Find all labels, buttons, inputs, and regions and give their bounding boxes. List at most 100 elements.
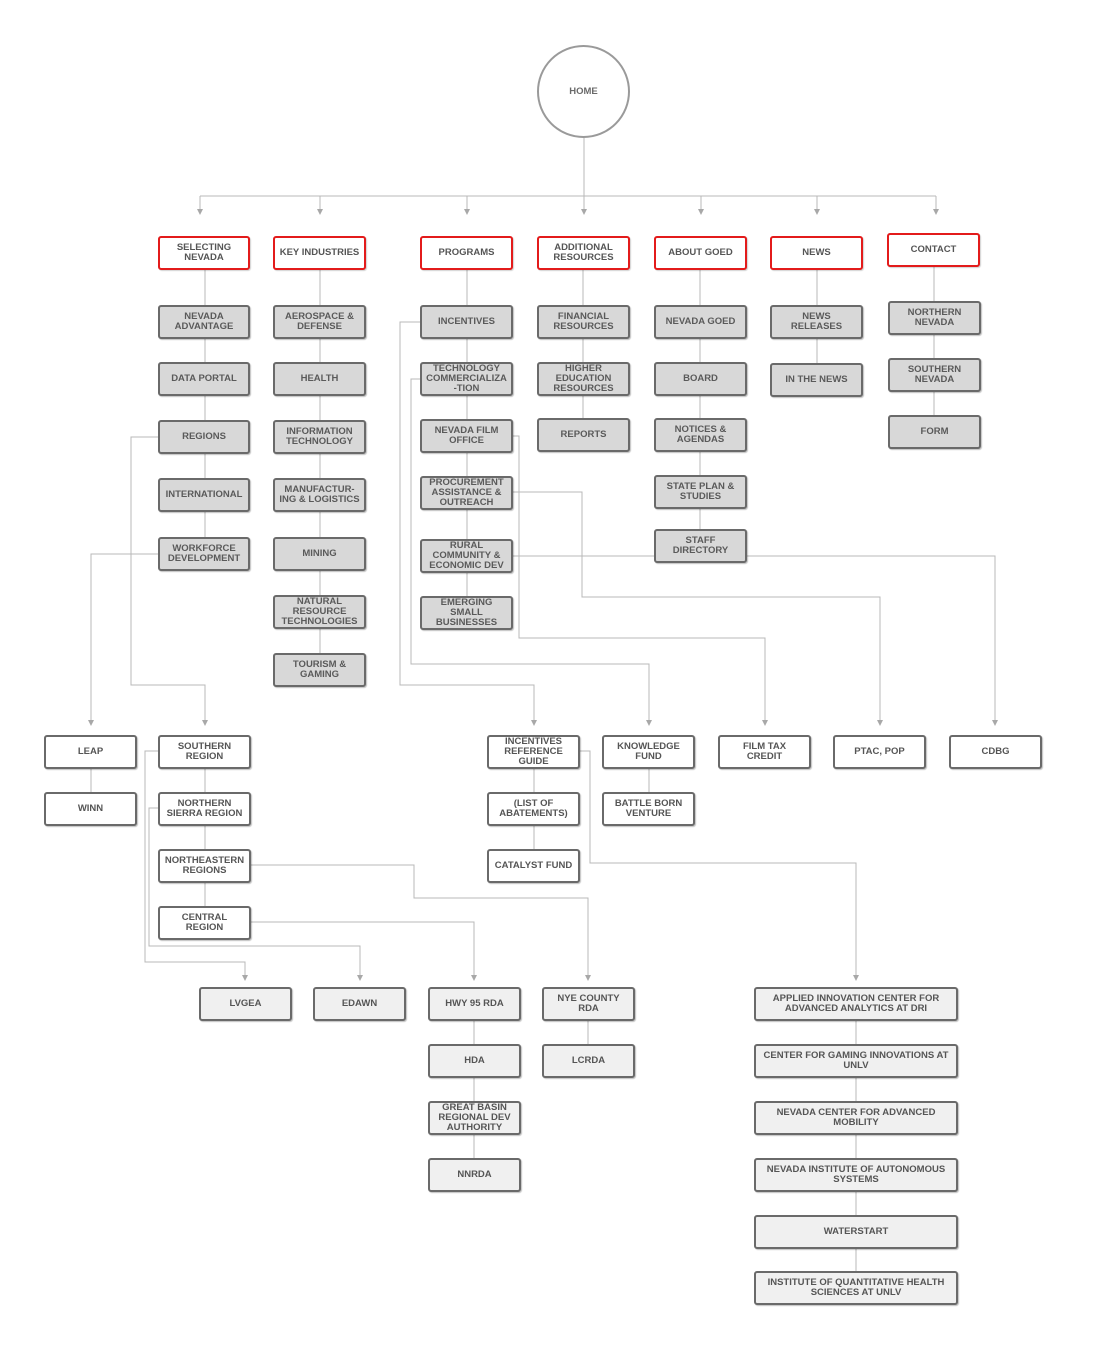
node-nevada-goed: NEVADA GOED: [654, 305, 747, 339]
node-state-plan-studies: STATE PLAN & STUDIES: [654, 475, 747, 509]
node-label: KNOWLEDGE FUND: [617, 741, 680, 762]
node-news-releases: NEWS RELEASES: [770, 305, 863, 339]
node-label: (LIST OF ABATEMENTS): [499, 798, 568, 819]
node-label: WORKFORCE DEVELOPMENT: [167, 543, 241, 564]
node-label: NEVADA INSTITUTE OF AUTONOMOUS SYSTEMS: [766, 1164, 946, 1185]
home-node: HOME: [537, 45, 630, 138]
node-lvgea: LVGEA: [199, 987, 292, 1021]
node-label: PTAC, POP: [854, 746, 905, 758]
node-applied-innovation-center: APPLIED INNOVATION CENTER FOR ADVANCED A…: [754, 987, 958, 1021]
node-label: LCRDA: [571, 1055, 606, 1067]
node-data-portal: DATA PORTAL: [158, 362, 250, 396]
node-label: INFORMATION TECHNOLOGY: [285, 426, 354, 447]
node-southern-region: SOUTHERN REGION: [158, 735, 251, 769]
node-health: HEALTH: [273, 362, 366, 396]
node-higher-education-resources: HIGHER EDUCATION RESOURCES: [537, 362, 630, 396]
node-label: FILM TAX CREDIT: [742, 741, 787, 762]
node-in-the-news: IN THE NEWS: [770, 363, 863, 397]
node-news: NEWS: [770, 236, 863, 270]
node-natural-resource-technologies: NATURAL RESOURCE TECHNOLOGIES: [273, 595, 366, 629]
node-staff-directory: STAFF DIRECTORY: [654, 529, 747, 563]
node-form: FORM: [888, 415, 981, 449]
node-notices-agendas: NOTICES & AGENDAS: [654, 418, 747, 452]
node-ptac-pop: PTAC, POP: [833, 735, 926, 769]
node-label: REGIONS: [182, 431, 226, 443]
node-label: MINING: [302, 548, 337, 560]
node-label: MANUFACTUR-ING & LOGISTICS: [279, 484, 360, 505]
node-technology-commercialization: TECHNOLOGY COMMERCIALIZA -TION: [420, 362, 513, 396]
node-label: NEVADA FILM OFFICE: [434, 425, 499, 446]
node-label: INCENTIVES: [437, 316, 495, 328]
node-label: CENTRAL REGION: [181, 912, 228, 933]
node-northeastern-regions: NORTHEASTERN REGIONS: [158, 849, 251, 883]
node-nevada-institute-autonomous: NEVADA INSTITUTE OF AUTONOMOUS SYSTEMS: [754, 1158, 958, 1192]
node-hda: HDA: [428, 1044, 521, 1078]
node-leap: LEAP: [44, 735, 137, 769]
node-label: HIGHER EDUCATION RESOURCES: [553, 363, 614, 394]
node-label: WATERSTART: [823, 1226, 889, 1238]
node-label: EDAWN: [341, 998, 378, 1010]
node-mining: MINING: [273, 537, 366, 571]
node-label: EMERGING SMALL BUSINESSES: [435, 597, 498, 628]
node-label: KEY INDUSTRIES: [279, 247, 360, 259]
node-label: STAFF DIRECTORY: [672, 535, 729, 556]
node-label: NEWS: [802, 247, 831, 259]
node-label: NORTHERN SIERRA REGION: [166, 798, 243, 819]
node-label: DATA PORTAL: [171, 373, 237, 385]
node-reports: REPORTS: [537, 418, 630, 452]
node-label: CENTER FOR GAMING INNOVATIONS AT UNLV: [763, 1050, 949, 1071]
node-board: BOARD: [654, 362, 747, 396]
node-label: SOUTHERN REGION: [177, 741, 232, 762]
node-knowledge-fund: KNOWLEDGE FUND: [602, 735, 695, 769]
node-contact: CONTACT: [887, 233, 980, 267]
node-label: LVGEA: [229, 998, 262, 1010]
node-cdbg: CDBG: [949, 735, 1042, 769]
node-southern-nevada: SOUTHERN NEVADA: [888, 358, 981, 392]
node-label: NEVADA GOED: [665, 316, 736, 328]
node-label: BATTLE BORN VENTURE: [614, 798, 683, 819]
node-label: HOME: [569, 85, 598, 97]
node-label: HDA: [464, 1055, 485, 1067]
node-tourism-gaming: TOURISM & GAMING: [273, 653, 366, 687]
node-additional-resources: ADDITIONAL RESOURCES: [537, 236, 630, 270]
node-label: TOURISM & GAMING: [292, 659, 347, 680]
node-label: NYE COUNTY RDA: [557, 993, 620, 1014]
node-label: SOUTHERN NEVADA: [907, 364, 962, 385]
node-financial-resources: FINANCIAL RESOURCES: [537, 305, 630, 339]
node-label: GREAT BASIN REGIONAL DEV AUTHORITY: [438, 1102, 511, 1133]
node-label: CDBG: [981, 746, 1010, 758]
node-label: HEALTH: [300, 373, 339, 385]
node-selecting-nevada: SELECTING NEVADA: [158, 236, 250, 270]
node-institute-quantitative-health: INSTITUTE OF QUANTITATIVE HEALTH SCIENCE…: [754, 1271, 958, 1305]
node-label: HWY 95 RDA: [445, 998, 504, 1010]
node-label: NNRDA: [457, 1169, 492, 1181]
node-label: FINANCIAL RESOURCES: [553, 311, 614, 332]
node-international: INTERNATIONAL: [158, 478, 250, 512]
node-aerospace-defense: AEROSPACE & DEFENSE: [273, 305, 366, 339]
node-label: SELECTING NEVADA: [176, 242, 232, 263]
node-incentives-reference-guide: INCENTIVES REFERENCE GUIDE: [487, 735, 580, 769]
node-label: REPORTS: [560, 429, 607, 441]
node-manufacturing-logistics: MANUFACTUR-ING & LOGISTICS: [273, 478, 366, 512]
node-label: LEAP: [77, 746, 104, 758]
node-label: INCENTIVES REFERENCE GUIDE: [504, 736, 563, 767]
node-label: NEVADA ADVANTAGE: [174, 311, 234, 332]
node-label: STATE PLAN & STUDIES: [666, 481, 735, 502]
node-label: TECHNOLOGY COMMERCIALIZA -TION: [426, 363, 507, 394]
node-label: ABOUT GOED: [668, 247, 733, 259]
node-label: INTERNATIONAL: [165, 489, 243, 501]
node-label: IN THE NEWS: [785, 374, 848, 386]
node-rural-community: RURAL COMMUNITY & ECONOMIC DEV: [420, 539, 513, 573]
node-nye-county-rda: NYE COUNTY RDA: [542, 987, 635, 1021]
node-workforce-development: WORKFORCE DEVELOPMENT: [158, 537, 250, 571]
node-battle-born-venture: BATTLE BORN VENTURE: [602, 792, 695, 826]
node-great-basin: GREAT BASIN REGIONAL DEV AUTHORITY: [428, 1101, 521, 1135]
node-edawn: EDAWN: [313, 987, 406, 1021]
node-label: WINN: [77, 803, 104, 815]
node-catalyst-fund: CATALYST FUND: [487, 849, 580, 883]
node-label: NEVADA CENTER FOR ADVANCED MOBILITY: [776, 1107, 936, 1128]
node-label: AEROSPACE & DEFENSE: [285, 311, 354, 332]
node-label: RURAL COMMUNITY & ECONOMIC DEV: [429, 540, 504, 571]
